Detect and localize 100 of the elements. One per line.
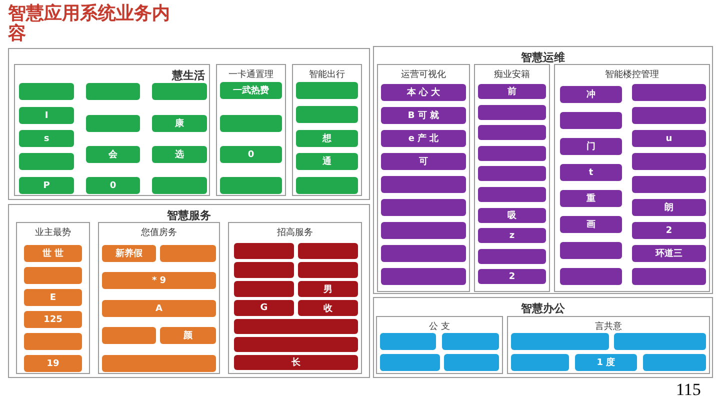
feature-tile: 1 度	[575, 354, 637, 371]
feature-tile	[632, 153, 706, 170]
feature-tile	[560, 112, 622, 129]
feature-tile: 可	[381, 153, 466, 170]
feature-tile	[24, 267, 82, 284]
feature-tile	[298, 243, 358, 259]
feature-tile	[234, 262, 294, 278]
feature-tile	[478, 166, 546, 182]
feature-tile	[632, 84, 706, 101]
feature-tile	[381, 176, 466, 193]
section-heading: 智慧办公	[520, 301, 566, 316]
section-heading: 业主最势	[34, 226, 72, 239]
section-panel	[14, 64, 210, 196]
feature-tile: 0	[86, 177, 140, 194]
feature-tile	[234, 281, 294, 297]
feature-tile	[102, 327, 156, 344]
section-panel	[507, 316, 710, 374]
section-heading: 痴业安籍	[493, 68, 531, 81]
feature-tile	[220, 115, 282, 132]
feature-tile	[19, 153, 74, 170]
feature-tile	[380, 333, 436, 350]
page-number: 115	[676, 380, 701, 400]
feature-tile: 2	[478, 269, 546, 284]
feature-tile: 想	[296, 130, 358, 147]
feature-tile	[478, 104, 546, 120]
feature-tile	[381, 245, 466, 262]
feature-tile	[234, 243, 294, 259]
feature-tile	[152, 83, 207, 100]
feature-tile: * 9	[102, 272, 216, 289]
feature-tile	[614, 333, 706, 350]
feature-tile: G	[234, 300, 294, 316]
feature-tile: 康	[152, 115, 207, 132]
feature-tile	[234, 337, 358, 352]
feature-tile: 一武热费	[220, 82, 282, 99]
feature-tile	[296, 177, 358, 194]
section-heading: 智能出行	[308, 68, 346, 81]
feature-tile: 通	[296, 153, 358, 170]
feature-tile: 新养假	[102, 245, 156, 262]
feature-tile: 选	[152, 146, 207, 163]
feature-tile: e 产 北	[381, 130, 466, 147]
feature-tile: 颜	[160, 327, 216, 344]
feature-tile: t	[560, 164, 622, 181]
feature-tile	[632, 268, 706, 285]
feature-tile: A	[102, 300, 216, 317]
feature-tile: 2	[632, 222, 706, 239]
section-heading: 公 支	[428, 320, 451, 333]
feature-tile: 世 世	[24, 245, 82, 262]
feature-tile	[152, 177, 207, 194]
section-panel	[216, 64, 286, 196]
feature-tile	[381, 222, 466, 239]
feature-tile: 125	[24, 311, 82, 328]
feature-tile	[381, 199, 466, 216]
section-panel	[373, 297, 713, 378]
section-heading: 智慧服务	[166, 208, 212, 223]
feature-tile	[643, 354, 706, 371]
section-panel	[554, 64, 710, 292]
section-panel	[377, 64, 470, 292]
section-heading: 智能楼控管理	[604, 68, 660, 81]
feature-tile	[298, 262, 358, 278]
section-heading: 言共意	[594, 320, 623, 333]
feature-tile	[296, 82, 358, 99]
feature-tile: 门	[560, 138, 622, 155]
section-panel	[474, 64, 550, 292]
section-panel	[98, 222, 220, 374]
section-heading: 慧生活	[172, 68, 205, 83]
feature-tile	[632, 107, 706, 124]
feature-tile	[478, 248, 546, 264]
section-heading: 智慧运维	[520, 50, 566, 65]
feature-tile: 重	[560, 190, 622, 207]
feature-tile: 19	[24, 355, 82, 372]
section-heading: 招高服务	[276, 226, 314, 239]
feature-tile	[478, 125, 546, 140]
feature-tile	[442, 333, 499, 350]
section-panel	[376, 316, 503, 374]
feature-tile: 男	[298, 281, 358, 297]
section-heading: 您值房务	[140, 226, 178, 239]
page-title: 智慧应用系统业务内容	[8, 4, 171, 44]
feature-tile: 环道三	[632, 245, 706, 262]
feature-tile	[102, 355, 216, 372]
feature-tile	[296, 106, 358, 123]
feature-tile	[86, 83, 140, 100]
feature-tile	[444, 354, 499, 371]
feature-tile: E	[24, 289, 82, 306]
feature-tile: 会	[86, 146, 140, 163]
feature-tile	[478, 146, 546, 161]
feature-tile	[380, 354, 440, 371]
feature-tile: 本 心 大	[381, 84, 466, 101]
feature-tile	[478, 187, 546, 202]
feature-tile	[511, 354, 569, 371]
feature-tile: s	[19, 130, 74, 147]
feature-tile	[220, 177, 282, 194]
section-panel	[373, 46, 713, 294]
section-panel	[16, 222, 90, 374]
feature-tile: z	[478, 228, 546, 244]
section-panel	[8, 204, 370, 378]
feature-tile	[511, 333, 609, 350]
feature-tile	[560, 268, 622, 285]
feature-tile: P	[19, 177, 74, 194]
section-panel	[8, 48, 370, 200]
feature-tile: 朗	[632, 199, 706, 216]
